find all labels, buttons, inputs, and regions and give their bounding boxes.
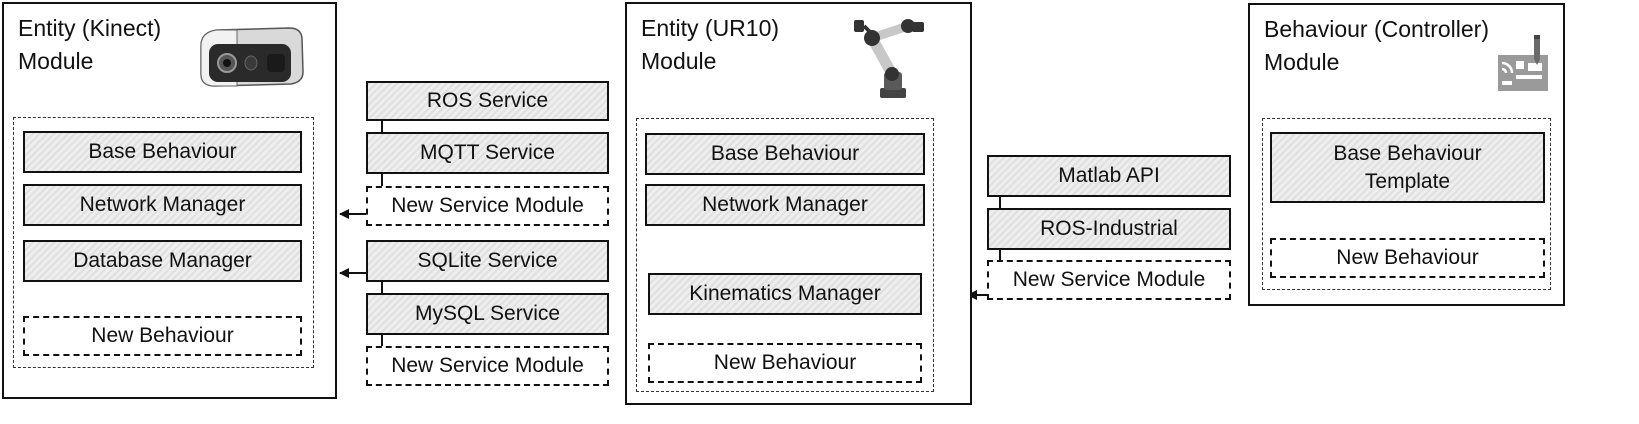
- ur10-matlab-api: Matlab API: [987, 155, 1231, 197]
- ur10-module-title: Entity (UR10) Module: [641, 15, 779, 75]
- controller-new-behaviour: New Behaviour: [1270, 238, 1545, 278]
- kinect-mysql-service: MySQL Service: [366, 293, 609, 335]
- controller-title-line2: Module: [1264, 49, 1340, 75]
- kinect-title-line2: Module: [18, 48, 94, 74]
- ur10-new-service-module: New Service Module: [987, 260, 1231, 300]
- ur10-inner-group: [636, 118, 934, 392]
- ur10-kinematics-manager: Kinematics Manager: [648, 273, 922, 315]
- controller-module-title: Behaviour (Controller) Module: [1264, 16, 1489, 76]
- controller-base-behaviour-template: Base Behaviour Template: [1270, 132, 1545, 203]
- kinect-camera-icon: [200, 27, 304, 87]
- kinect-network-manager: Network Manager: [23, 184, 302, 226]
- kinect-inner-group: [13, 117, 314, 368]
- kinect-new-service-module-1: New Service Module: [366, 186, 609, 226]
- ur10-title-line2: Module: [641, 48, 717, 74]
- kinect-ros-service: ROS Service: [366, 81, 609, 121]
- ur10-ros-industrial: ROS-Industrial: [987, 208, 1231, 250]
- controller-blueprint-icon: [1498, 35, 1548, 91]
- ur10-title-line1: Entity (UR10): [641, 15, 780, 41]
- controller-inner-group: [1262, 118, 1551, 290]
- kinect-new-service-module-2: New Service Module: [366, 346, 609, 386]
- kinect-new-behaviour: New Behaviour: [23, 316, 302, 356]
- robot-arm-icon: [854, 19, 924, 98]
- ur10-network-manager: Network Manager: [645, 184, 925, 226]
- controller-title-line1: Behaviour (Controller): [1264, 16, 1489, 42]
- ur10-new-behaviour: New Behaviour: [648, 343, 922, 383]
- controller-template-label: Base Behaviour Template: [1333, 141, 1482, 193]
- kinect-sqlite-service: SQLite Service: [366, 240, 609, 282]
- kinect-title-line1: Entity (Kinect): [18, 15, 162, 41]
- kinect-database-manager: Database Manager: [23, 240, 302, 282]
- kinect-mqtt-service: MQTT Service: [366, 132, 609, 174]
- kinect-base-behaviour: Base Behaviour: [23, 131, 302, 173]
- ur10-base-behaviour: Base Behaviour: [645, 133, 925, 175]
- kinect-module-title: Entity (Kinect) Module: [18, 15, 161, 75]
